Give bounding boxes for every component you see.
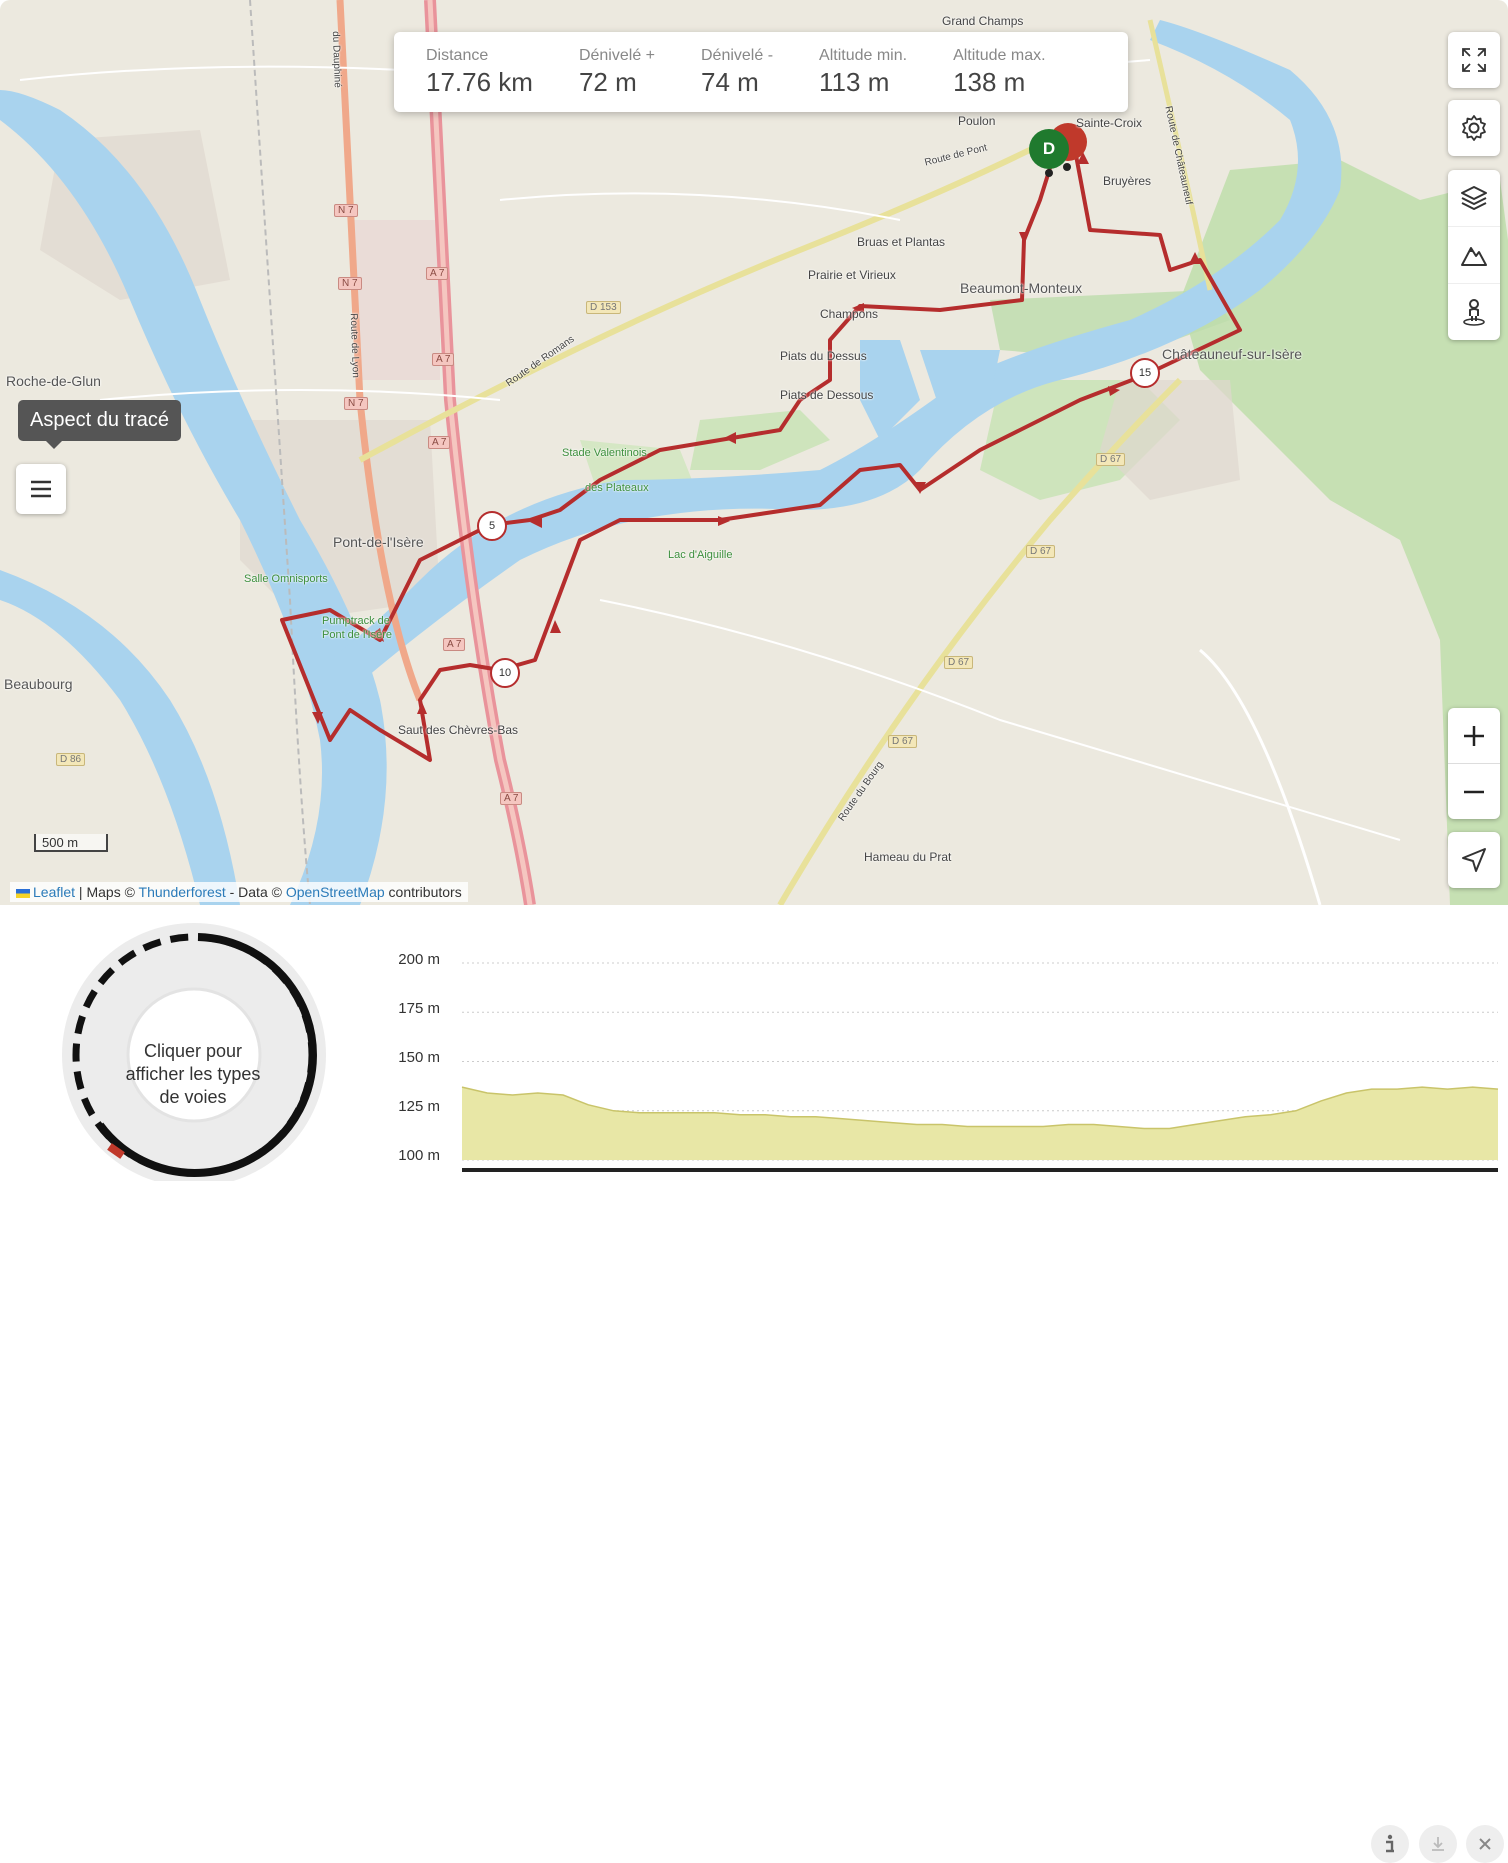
stat-elevation-gain: Dénivelé +72 m [578,46,655,97]
stat-altitude-min: Altitude min.113 m [819,46,908,97]
road-label: A 7 [428,436,451,449]
layers-icon [1461,186,1487,210]
fullscreen-icon [1462,48,1486,72]
zoom-control [1448,708,1500,819]
road-label: N 7 [334,204,358,217]
y-tick-label: 175 m [398,1000,440,1017]
gear-icon [1462,115,1486,141]
close-icon [1479,1838,1491,1850]
map-scale: 500 m [34,834,108,852]
close-profile-button[interactable] [1466,1825,1504,1863]
place-label: Bruyères [1103,174,1152,188]
settings-button[interactable] [1448,100,1500,156]
road-label: D 67 [944,656,974,669]
place-label: Bruas et Plantas [857,235,946,249]
place-label: Beaumont-Monteux [960,280,1083,296]
place-label: Sainte-Croix [1076,116,1143,130]
road-name: du Dauphiné [329,30,343,89]
place-label: Piats de Dessous [780,388,874,402]
minus-icon [1464,790,1484,793]
road-label: N 7 [344,397,368,410]
place-label: Saut des Chèvres-Bas [398,723,519,737]
attribution-text: contributors [384,884,462,900]
y-tick-label: 100 m [398,1147,440,1164]
place-label: Pumptrack de Pont de l'Isère [322,615,392,641]
info-button[interactable] [1371,1825,1409,1863]
place-label: Châteauneuf-sur-Isère [1162,346,1303,362]
road-label: D 153 [586,301,621,314]
y-tick-label: 125 m [398,1098,440,1115]
road-label: D 67 [1026,545,1056,558]
road-label: D 86 [56,753,86,766]
road-label: A 7 [500,792,523,805]
pegman-icon [1463,299,1485,326]
thunderforest-link[interactable]: Thunderforest [138,884,226,900]
road-label: A 7 [426,267,449,280]
place-label: Pont-de-l'Isère [333,534,424,550]
km-marker-10: 10 [490,658,520,688]
y-tick-label: 200 m [398,951,440,968]
track-style-button[interactable] [16,464,66,514]
surface-type-bar [462,1168,1498,1172]
road-label: A 7 [443,638,466,651]
mountain-icon [1461,247,1487,266]
place-label: des Plateaux [585,482,649,494]
place-label: Poulon [958,114,996,128]
info-icon [1386,1834,1394,1853]
streetview-button[interactable] [1448,284,1500,340]
place-label: Stade Valentinois [562,447,647,459]
fullscreen-button[interactable] [1448,32,1500,88]
menu-icon [31,480,51,498]
place-label: Lac d'Aiguille [668,549,733,561]
elevation-panel: Cliquer pour afficher les types de voies… [0,905,1508,1863]
surface-donut[interactable] [0,905,1508,1181]
y-tick-label: 150 m [398,1049,440,1066]
place-label: Roche-de-Glun [6,373,101,389]
map-view[interactable]: D 5 10 15 Grand Champs Poulon Sainte-Cro… [0,0,1508,905]
navigation-arrow-icon [1462,848,1486,872]
surface-types-hint[interactable]: Cliquer pour afficher les types de voies [125,1041,261,1107]
place-label: Salle Omnisports [244,573,328,585]
zoom-out-button[interactable] [1448,764,1500,819]
place-label: Beaubourg [4,676,73,692]
start-marker[interactable]: D [1029,129,1069,169]
elevation-profile-chart[interactable] [455,955,1505,1175]
map-tools-stack [1448,170,1500,340]
road-label: D 67 [888,735,918,748]
attribution-text: - Data © [225,884,286,900]
place-label: Prairie et Virieux [808,268,896,282]
km-marker-15: 15 [1130,358,1160,388]
download-icon [1432,1837,1444,1851]
attribution-text: | Maps © [75,884,139,900]
place-label: Piats du Dessus [780,349,867,363]
elevation-area [462,1087,1498,1160]
place-label: Grand Champs [942,14,1024,28]
place-label: Hameau du Prat [864,850,952,864]
map-attribution: Leaflet | Maps © Thunderforest - Data © … [10,882,468,902]
locate-button[interactable] [1448,832,1500,888]
elevation-line [461,1086,1499,1130]
plus-icon [1464,725,1484,746]
map-tiles [0,0,1508,905]
track-style-tooltip: Aspect du tracé [18,400,181,449]
flag-icon [16,888,30,898]
zoom-in-button[interactable] [1448,708,1500,764]
road-label: N 7 [338,277,362,290]
layers-button[interactable] [1448,170,1500,227]
km-marker-5: 5 [477,511,507,541]
stat-elevation-loss: Dénivelé -74 m [701,46,774,97]
road-label: A 7 [432,353,455,366]
road-name: Route de Lyon [347,312,361,379]
download-button[interactable] [1419,1825,1457,1863]
road-label: D 67 [1096,453,1126,466]
elevation-button[interactable] [1448,227,1500,284]
place-label: Champons [820,307,879,321]
openstreetmap-link[interactable]: OpenStreetMap [285,884,385,900]
leaflet-link[interactable]: Leaflet [33,884,76,900]
stat-altitude-max: Altitude max.138 m [953,46,1046,97]
